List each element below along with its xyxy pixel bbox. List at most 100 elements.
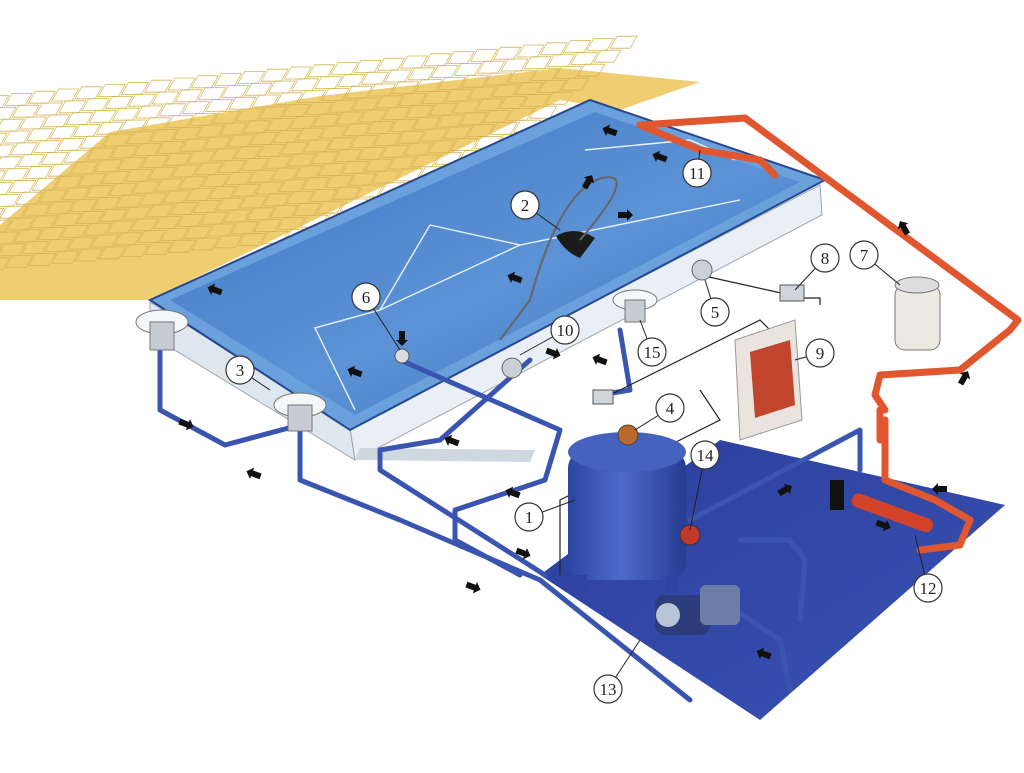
tile — [423, 53, 452, 67]
tile — [63, 149, 92, 163]
tile — [389, 119, 418, 132]
callout-circle — [593, 674, 623, 704]
tile — [183, 225, 213, 239]
tile — [249, 132, 279, 146]
flow-arrow — [347, 365, 363, 378]
tile — [121, 244, 150, 258]
tile — [255, 181, 284, 195]
skimmer-pipe-main — [297, 427, 693, 703]
tile — [199, 211, 229, 225]
tile — [274, 92, 304, 106]
callout-12: 12 — [913, 534, 943, 603]
tile — [2, 130, 31, 144]
callout-circle — [550, 315, 580, 345]
tile — [27, 90, 56, 104]
tile — [139, 192, 168, 206]
tile — [95, 121, 125, 135]
tile — [335, 111, 364, 125]
tile — [260, 68, 289, 82]
flow-arrow — [581, 175, 595, 190]
callout-number: 3 — [236, 361, 245, 380]
tile — [382, 107, 411, 120]
skimmer-pipe-left — [157, 347, 303, 448]
callout-1: 1 — [514, 499, 576, 532]
tile — [190, 75, 219, 89]
tile — [135, 105, 164, 119]
callout-circle — [655, 393, 685, 423]
tile — [593, 49, 622, 63]
tile — [427, 140, 456, 154]
tile — [156, 140, 185, 154]
tile — [367, 83, 397, 97]
junction-box-8 — [779, 284, 805, 302]
callout-13: 13 — [593, 639, 641, 704]
tile — [85, 185, 114, 199]
tile — [301, 177, 331, 191]
tile — [124, 168, 153, 182]
tile — [380, 144, 409, 158]
main-drain-pipe — [397, 357, 563, 578]
heat-exchanger-12 — [851, 493, 933, 533]
tile — [20, 241, 50, 255]
tile — [391, 81, 420, 95]
callout-3: 3 — [225, 355, 271, 391]
heater-7 — [894, 276, 941, 351]
tile — [171, 164, 200, 178]
tile — [60, 224, 89, 238]
tile — [151, 91, 180, 105]
tile — [412, 116, 441, 130]
tile — [516, 44, 545, 58]
tile — [153, 216, 182, 230]
tile — [162, 190, 191, 204]
tile — [554, 66, 583, 79]
tile — [267, 80, 296, 94]
tile — [264, 155, 293, 169]
tile — [53, 213, 82, 227]
flow-arrow — [875, 519, 891, 532]
tile — [394, 168, 424, 182]
tile — [38, 189, 67, 203]
return-pipes — [636, 114, 1022, 554]
tile — [0, 182, 14, 196]
tile — [81, 98, 110, 111]
tile — [149, 129, 178, 143]
return-pipe-inlets — [636, 121, 779, 179]
flow-arrow — [957, 371, 971, 386]
tile — [196, 124, 225, 138]
tile — [70, 161, 100, 175]
tile — [176, 213, 205, 227]
tile — [400, 55, 429, 69]
tile — [314, 76, 343, 89]
tile — [316, 200, 345, 214]
tile — [69, 199, 98, 213]
tile — [253, 219, 282, 233]
tile — [0, 107, 17, 120]
tile — [351, 97, 381, 111]
tile — [167, 77, 196, 91]
tile — [212, 110, 241, 124]
callout-number: 7 — [860, 246, 869, 265]
tile — [115, 194, 144, 208]
tile — [360, 71, 389, 85]
tile — [147, 166, 177, 180]
tile — [146, 204, 175, 218]
tile — [94, 159, 123, 173]
tile — [453, 63, 483, 76]
tile — [26, 128, 55, 142]
callout-circle — [810, 243, 840, 273]
tile — [305, 102, 334, 115]
tile — [33, 140, 62, 154]
callout-10: 10 — [519, 315, 580, 356]
tile — [428, 102, 458, 116]
tile — [128, 93, 157, 107]
tile — [239, 195, 268, 209]
junction-box-side — [592, 389, 614, 405]
tile — [309, 188, 338, 202]
tile — [56, 137, 85, 151]
callout-11: 11 — [682, 149, 712, 188]
callout-number: 2 — [521, 196, 530, 215]
tile — [0, 257, 10, 271]
tile — [257, 143, 286, 157]
tile — [334, 149, 363, 163]
